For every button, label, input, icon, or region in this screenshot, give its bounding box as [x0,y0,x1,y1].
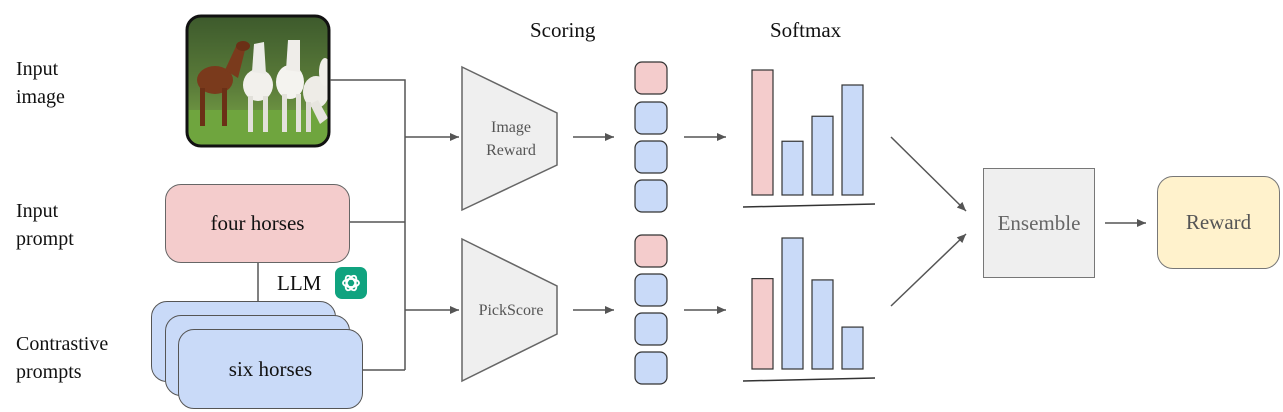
softmax-bar-negative [781,140,804,196]
score-cell-negative [634,312,668,346]
reward-label: Reward [1185,210,1252,234]
softmax-bar-negative [781,237,804,370]
score-cell-negative [634,101,668,135]
model-pickscore-shape [461,237,558,383]
white-horse-2 [276,40,304,132]
score-cell-negative [634,140,668,174]
score-cell-positive [634,61,668,95]
openai-logo-icon [335,267,367,299]
white-horse-1 [243,42,273,132]
input-prompt-box: four horses [165,184,350,263]
softmax-baseline-bottom [742,377,876,382]
score-cell-negative [634,273,668,307]
label-input-image: Input image [16,58,65,108]
input-connectors [330,79,459,371]
score-cell-negative [634,179,668,213]
contrastive-card-front: six horses [178,329,363,409]
llm-label: LLM [277,271,322,295]
ensemble-label: Ensemble [997,210,1081,235]
header-scoring: Scoring [530,18,596,42]
softmax-bars-top [751,69,864,196]
brown-horse [197,41,250,126]
arrow-bottom-ensemble [890,233,967,307]
reward-box: Reward [1157,176,1280,269]
header-softmax: Softmax [770,18,842,42]
arrow-top-ensemble [890,136,967,212]
model-pickscore-label: PickScore [478,302,544,319]
softmax-bar-negative [811,115,834,196]
input-image [185,14,331,148]
label-input-prompt: Input prompt [16,200,74,250]
softmax-bar-negative [841,84,864,196]
softmax-bar-negative [811,279,834,370]
score-vector-top [634,61,668,213]
label-contrastive-prompts: Contrastive prompts [16,333,109,383]
model-image-reward-shape [461,65,558,212]
input-prompt-text: four horses [210,211,305,235]
softmax-baseline-top [742,203,876,208]
softmax-bar-negative [841,326,864,370]
score-vector-bottom [634,234,668,385]
softmax-bars-bottom [751,237,864,370]
score-cell-positive [634,234,668,268]
model-image-reward-label: Image Reward [486,119,536,159]
ensemble-box: Ensemble [983,168,1095,278]
contrastive-prompt-text: six horses [228,356,313,381]
softmax-bar-positive [751,69,774,196]
score-cell-negative [634,351,668,385]
softmax-bar-positive [751,278,774,370]
